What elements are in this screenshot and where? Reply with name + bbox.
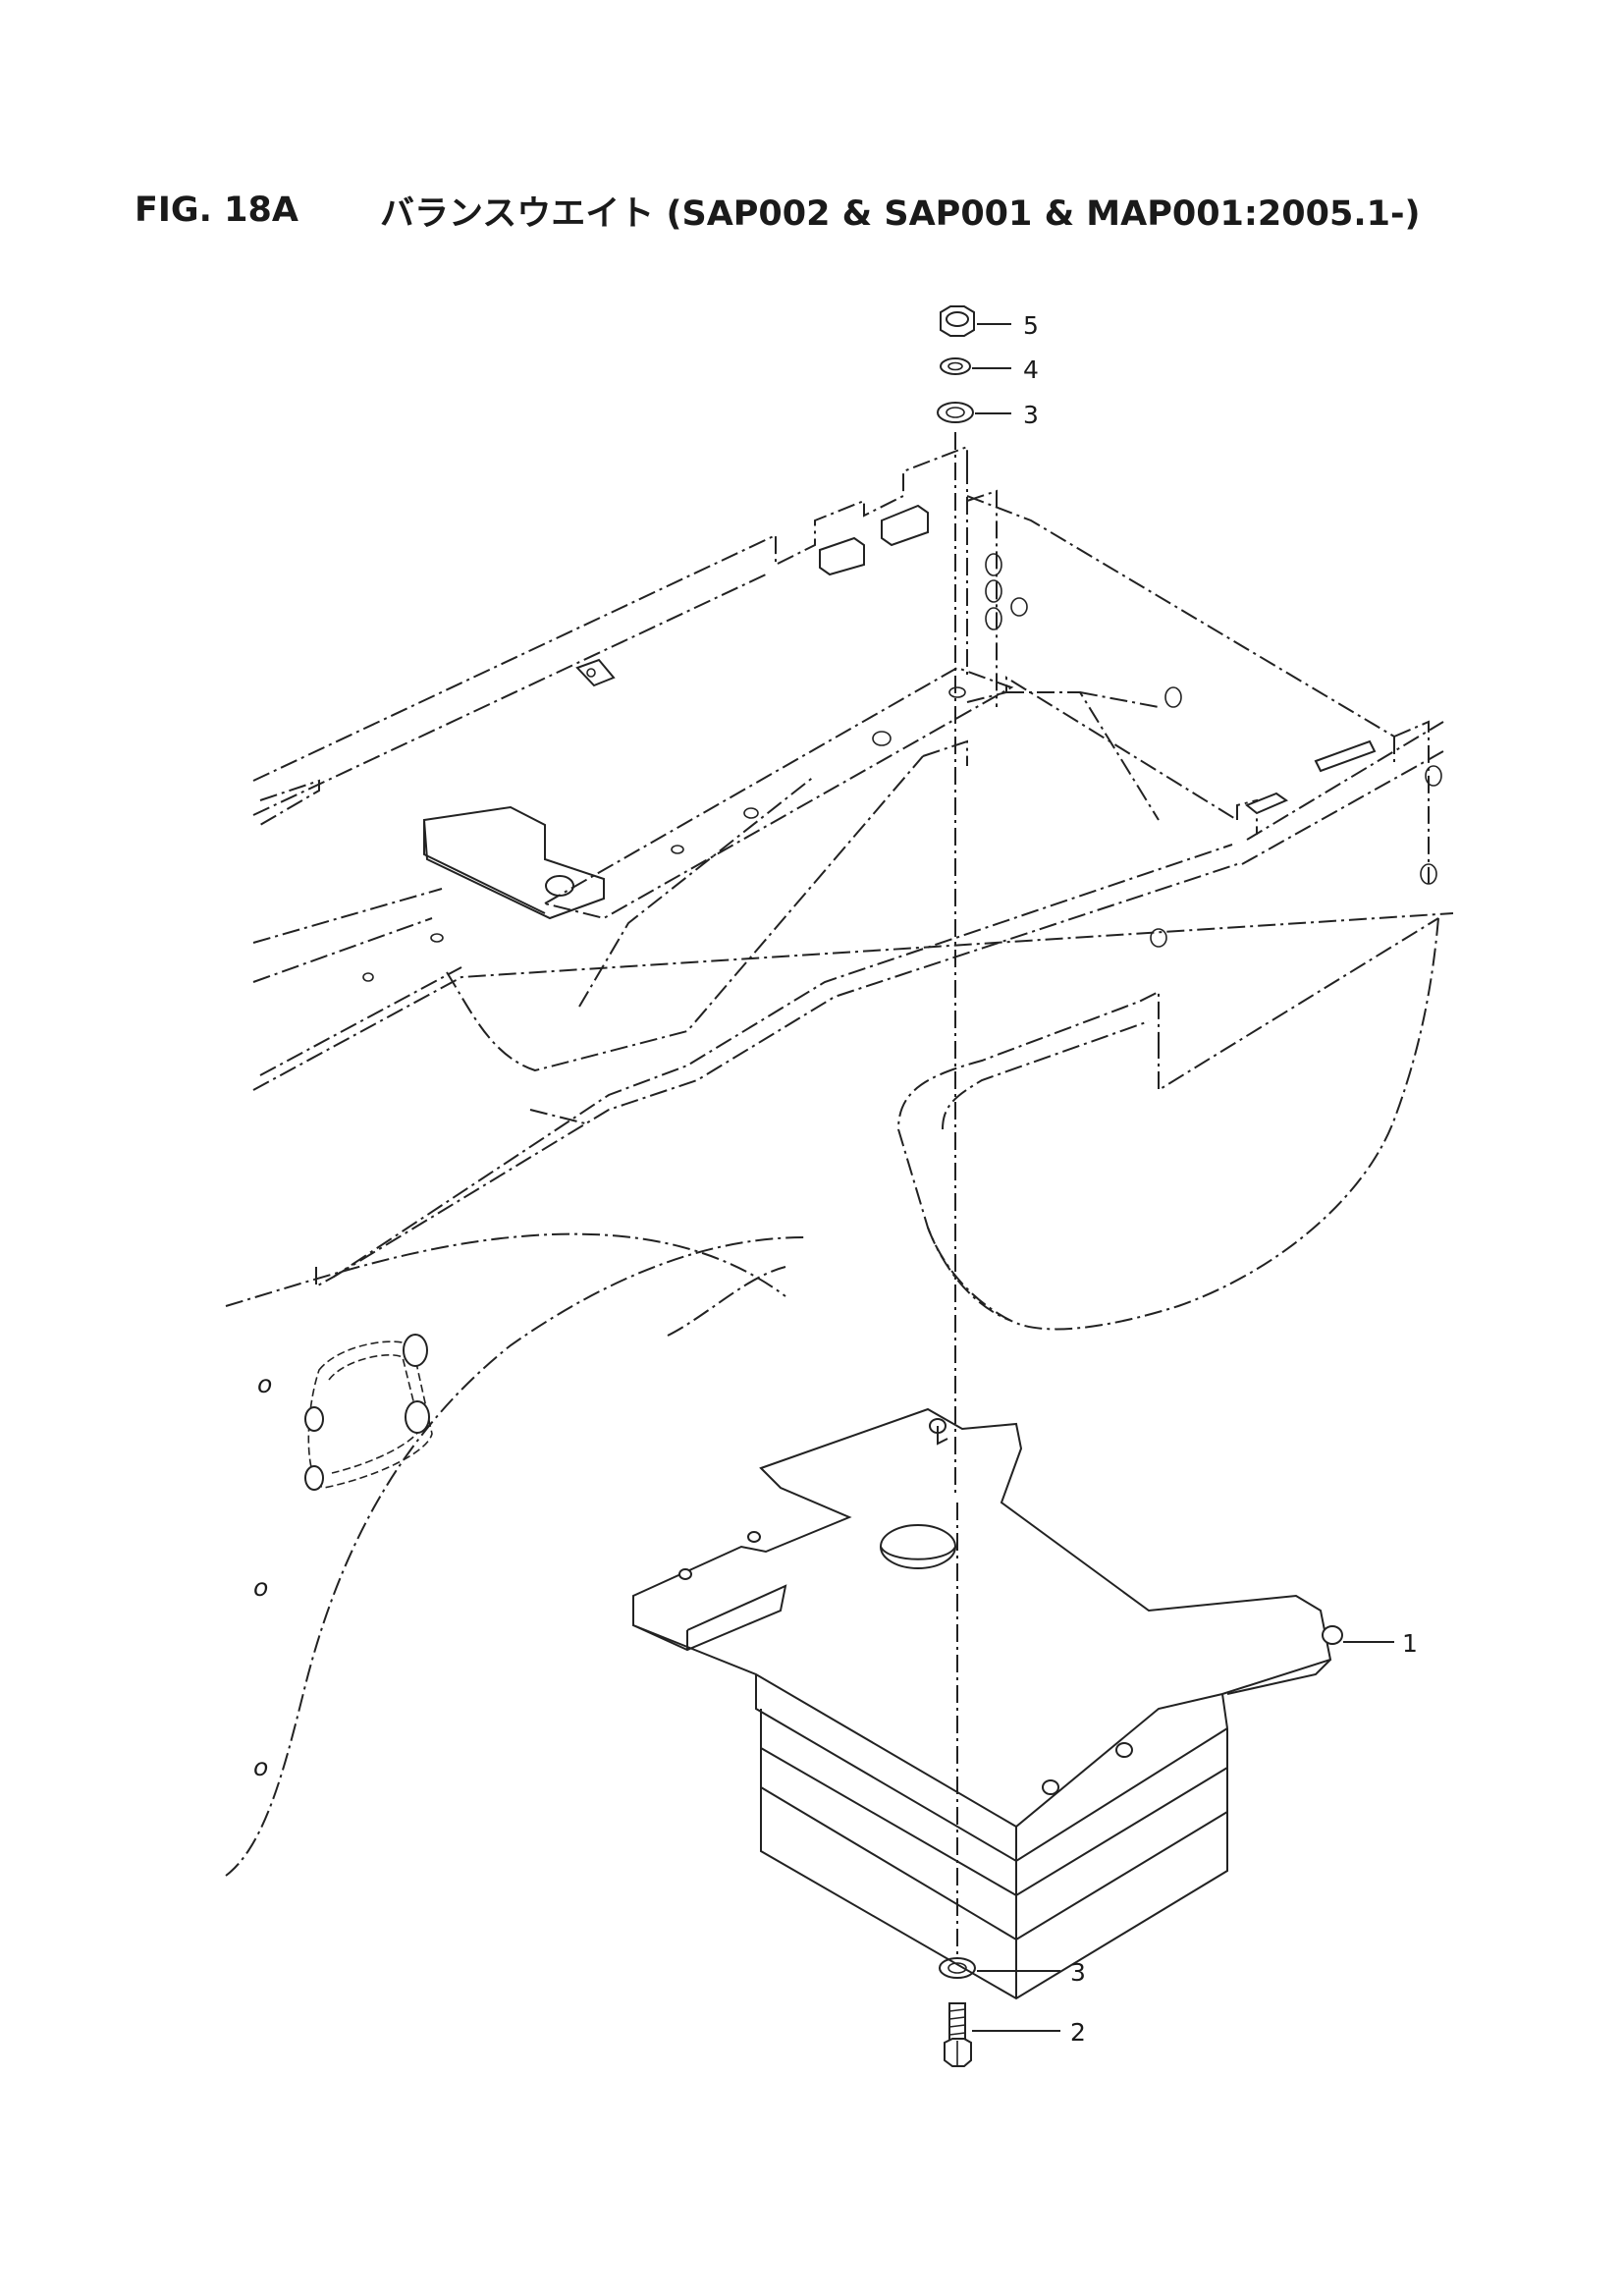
figure-header: FIG. 18A バランスウエイト (SAP002 & SAP001 & MAP…: [135, 183, 1421, 238]
callout-5: 5: [977, 311, 1039, 340]
callout-4: 4: [972, 355, 1039, 384]
bolt-part-2: [944, 2002, 972, 2067]
figure-number: FIG. 18A: [135, 191, 298, 230]
balance-weight: [632, 1407, 1343, 2000]
figure-title: バランスウエイト (SAP002 & SAP001 & MAP001:2005.…: [380, 193, 1421, 234]
svg-text:o: o: [253, 1753, 268, 1781]
callout-1-label: 1: [1402, 1629, 1418, 1658]
callout-2: 2: [972, 2018, 1086, 2047]
nut-part-5: [940, 305, 975, 337]
spring-washer-part-4: [940, 357, 971, 375]
washer-upper-part-3: [937, 402, 974, 423]
callout-3-upper: 3: [975, 401, 1039, 429]
svg-text:o: o: [253, 1573, 268, 1602]
callout-3-upper-label: 3: [1023, 401, 1039, 429]
washer-lower-part-3: [939, 1957, 976, 1979]
callout-3-lower-label: 3: [1070, 1958, 1086, 1987]
callout-4-label: 4: [1023, 355, 1039, 384]
center-line-phantom: [954, 432, 958, 1959]
callout-3-lower: 3: [977, 1958, 1086, 1987]
callout-2-label: 2: [1070, 2018, 1086, 2047]
upper-frame-phantom: [225, 445, 1454, 1877]
callout-1: 1: [1343, 1629, 1418, 1658]
callout-5-label: 5: [1023, 311, 1039, 340]
svg-text:o: o: [257, 1370, 272, 1398]
frame-fittings: o o o: [253, 504, 1442, 1781]
